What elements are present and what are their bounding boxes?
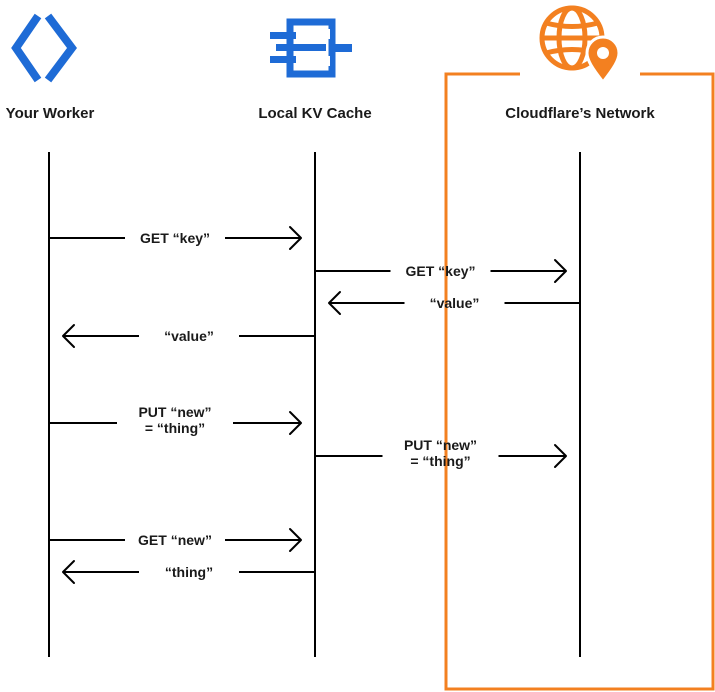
arrow-head xyxy=(62,560,75,584)
message-arrow: “thing” xyxy=(62,560,315,584)
message-label: = “thing” xyxy=(145,420,205,436)
message-label: = “thing” xyxy=(410,453,470,469)
arrow-head xyxy=(328,291,341,315)
lane-label-network: Cloudflare’s Network xyxy=(505,105,655,122)
message-arrow: PUT “new”= “thing” xyxy=(315,437,567,469)
arrow-head xyxy=(554,444,567,468)
worker-chevrons-icon xyxy=(11,13,77,83)
arrow-head xyxy=(554,259,567,283)
network-boundary-box xyxy=(444,72,715,691)
message-label: “value” xyxy=(430,295,480,311)
message-arrow: “value” xyxy=(328,291,580,315)
globe-pin-icon xyxy=(539,5,621,85)
lane-label-worker: Your Worker xyxy=(6,105,95,122)
message-label: PUT “new” xyxy=(138,404,211,420)
kv-cache-icon xyxy=(270,18,352,78)
message-label: GET “new” xyxy=(138,532,212,548)
arrow-head xyxy=(289,411,302,435)
message-arrow: PUT “new”= “thing” xyxy=(49,404,302,436)
message-label: “thing” xyxy=(165,564,213,580)
message-label: “value” xyxy=(164,328,214,344)
message-label: GET “key” xyxy=(405,263,475,279)
arrow-head xyxy=(289,528,302,552)
arrow-head xyxy=(289,226,302,250)
message-arrow: “value” xyxy=(62,324,315,348)
message-arrow: GET “key” xyxy=(315,259,567,283)
lane-label-cache: Local KV Cache xyxy=(258,105,371,122)
arrow-head xyxy=(62,324,75,348)
message-arrow: GET “key” xyxy=(49,226,302,250)
message-arrow: GET “new” xyxy=(49,528,302,552)
messages-group: GET “key” GET “key” “value” “value” PUT “new… xyxy=(49,226,580,584)
message-label: GET “key” xyxy=(140,230,210,246)
message-label: PUT “new” xyxy=(404,437,477,453)
